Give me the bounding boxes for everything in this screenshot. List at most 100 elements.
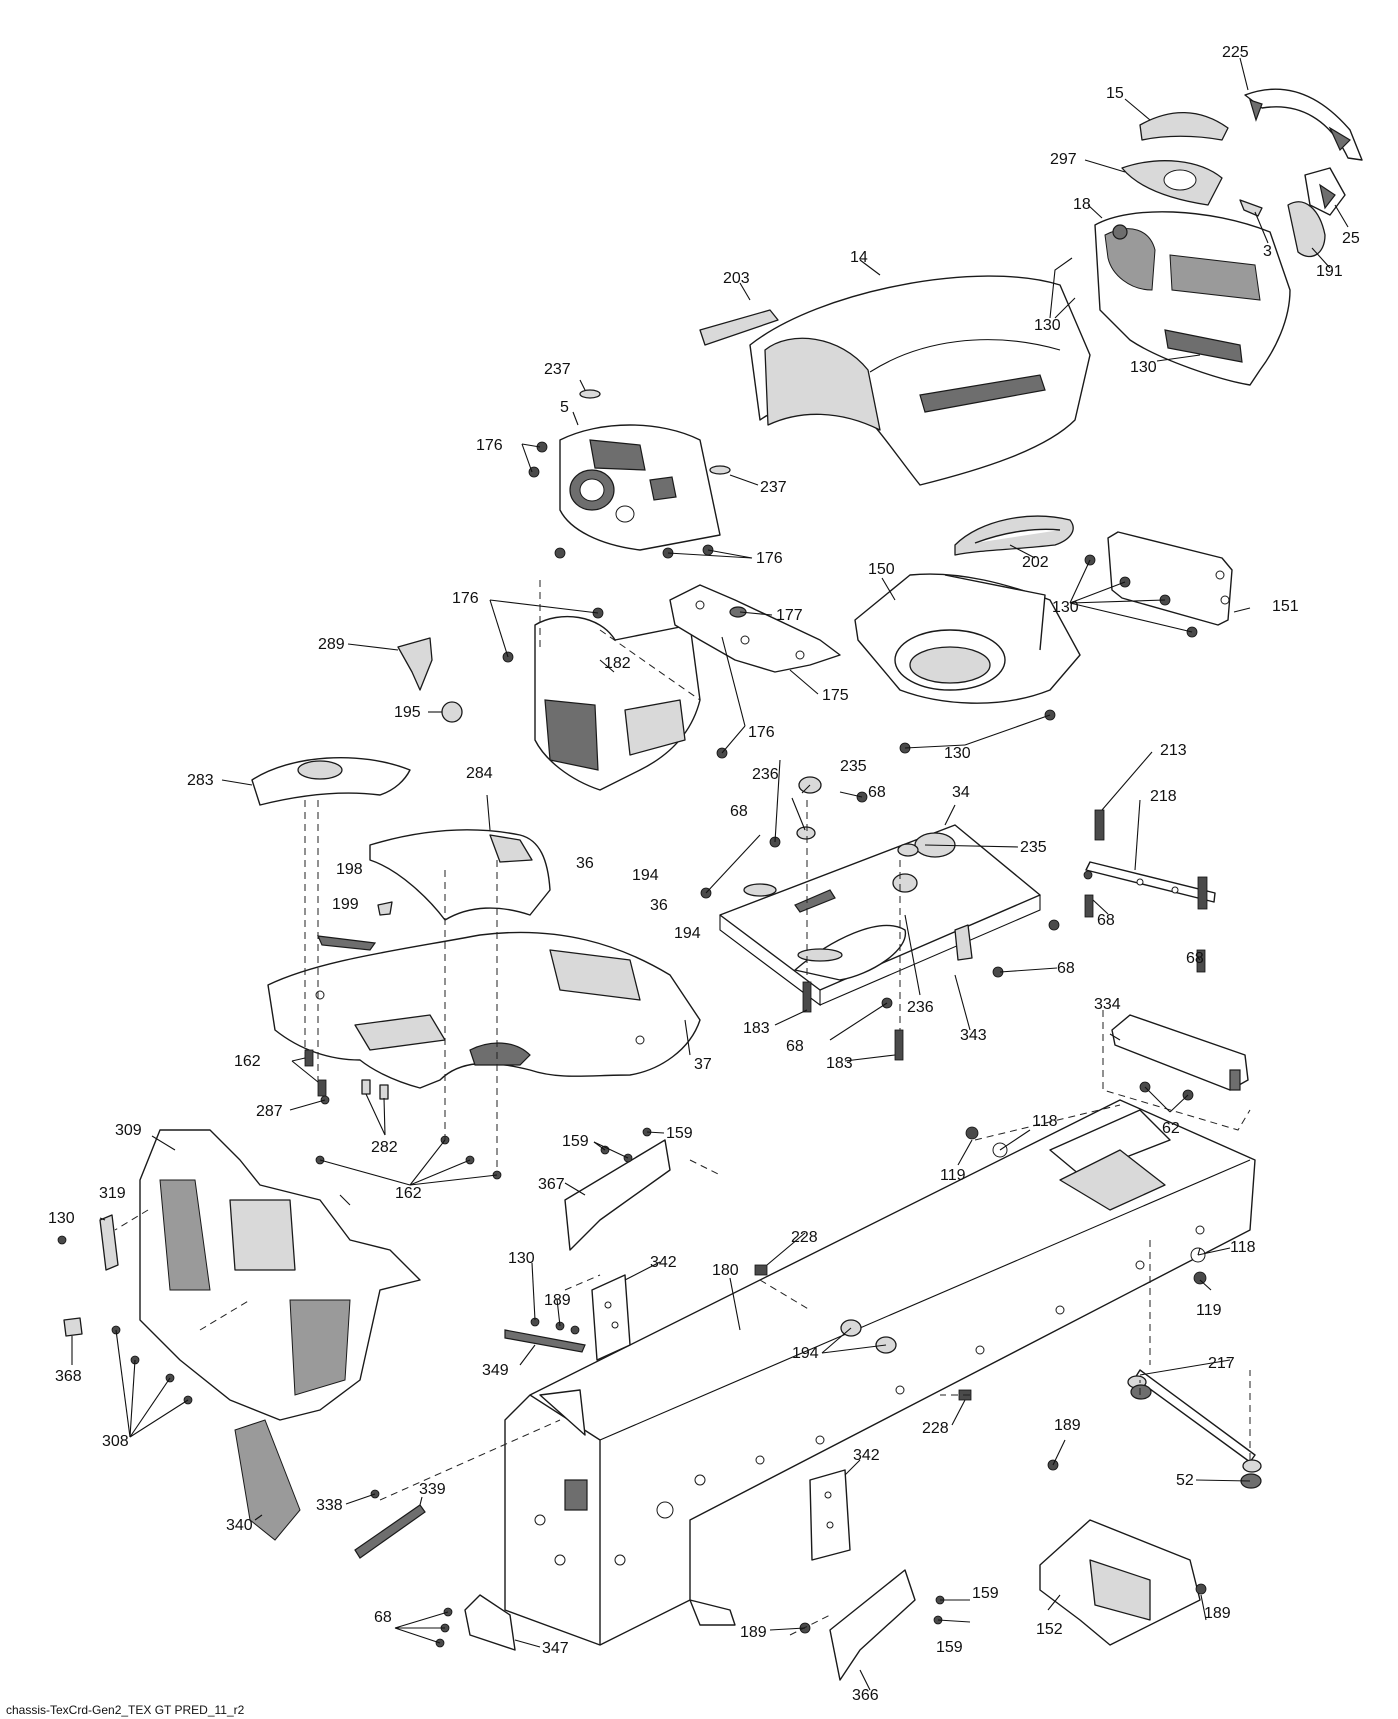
hood-handle-203 <box>699 309 779 346</box>
bracket-25 <box>1304 167 1346 216</box>
callout-119-b: 119 <box>1196 1302 1222 1319</box>
rod-217 <box>1127 1369 1262 1473</box>
callout-342-b: 342 <box>853 1447 880 1464</box>
callout-150: 150 <box>868 561 895 578</box>
emblem-15 <box>1139 111 1229 141</box>
hood-14 <box>749 275 1091 486</box>
callout-217: 217 <box>1208 1355 1235 1372</box>
callout-68-c: 68 <box>1097 912 1115 929</box>
callout-236-a: 236 <box>752 766 779 783</box>
callout-5: 5 <box>560 399 569 416</box>
bracket-342-lower <box>809 1469 851 1561</box>
callout-130-c: 130 <box>1052 599 1079 616</box>
callout-68-e: 68 <box>1186 950 1204 967</box>
callout-194-a: 194 <box>632 867 659 884</box>
bushings-52 <box>1130 1384 1262 1489</box>
leader-lines <box>71 57 1349 1691</box>
callout-34: 34 <box>952 784 970 801</box>
vent-202 <box>954 515 1074 556</box>
bolts-189-130 <box>530 1317 580 1335</box>
callout-342-a: 342 <box>650 1254 677 1271</box>
bracket-175 <box>669 584 841 673</box>
callout-68-a: 68 <box>868 784 886 801</box>
callout-36-b: 36 <box>650 897 668 914</box>
callout-130-a: 130 <box>1034 317 1061 334</box>
bar-218 <box>1085 861 1216 903</box>
front-grille-18 <box>1094 211 1291 386</box>
callout-198: 198 <box>336 861 363 878</box>
callout-203: 203 <box>723 270 750 287</box>
callout-347: 347 <box>542 1640 569 1657</box>
callout-176-c: 176 <box>452 590 479 607</box>
callout-225: 225 <box>1222 44 1249 61</box>
bracket-334 <box>1111 1014 1249 1091</box>
callout-189-d: 189 <box>740 1624 767 1641</box>
callout-68-d: 68 <box>1057 960 1075 977</box>
bracket-347 <box>435 1594 516 1651</box>
bracket-342-upper <box>591 1274 631 1361</box>
callout-343: 343 <box>960 1027 987 1044</box>
callout-189-b: 189 <box>1054 1417 1081 1434</box>
fender-37 <box>267 931 701 1089</box>
bolts-308 <box>57 1235 193 1405</box>
frame-180 <box>504 1099 1256 1646</box>
footer-caption: chassis-TexCrd-Gen2_TEX GT PRED_11_r2 <box>6 1703 245 1717</box>
callout-130-d: 130 <box>944 745 971 762</box>
callout-68-b: 68 <box>730 803 748 820</box>
callout-235-b: 235 <box>1020 839 1047 856</box>
callout-159-a: 159 <box>666 1125 693 1142</box>
callout-284: 284 <box>466 765 493 782</box>
callout-176-a: 176 <box>476 437 503 454</box>
strip-319 <box>99 1214 119 1271</box>
guard-152 <box>1039 1519 1201 1646</box>
callout-338: 338 <box>316 1497 343 1514</box>
bracket-3 <box>1239 199 1263 217</box>
callout-191: 191 <box>1316 263 1343 280</box>
callout-130-b: 130 <box>1130 359 1157 376</box>
engine-plate-34 <box>719 824 1041 1007</box>
callout-130-e: 130 <box>48 1210 75 1227</box>
callout-349: 349 <box>482 1362 509 1379</box>
callout-14: 14 <box>850 249 868 266</box>
callout-237-a: 237 <box>544 361 571 378</box>
callout-15: 15 <box>1106 85 1124 102</box>
callout-235-a: 235 <box>840 758 867 775</box>
callout-213: 213 <box>1160 742 1187 759</box>
bracket-349 <box>504 1329 586 1353</box>
callout-159-c: 159 <box>972 1585 999 1602</box>
plug-237 <box>579 389 731 475</box>
bolts-183 <box>802 981 904 1061</box>
bracket-366 <box>799 1569 945 1681</box>
callout-283: 283 <box>187 772 214 789</box>
bracket-151 <box>1084 531 1233 638</box>
callout-228-a: 228 <box>791 1229 818 1246</box>
callout-3: 3 <box>1263 243 1272 260</box>
alignment-lines <box>114 580 1251 1636</box>
callout-282: 282 <box>371 1139 398 1156</box>
callout-37: 37 <box>694 1056 712 1073</box>
pad-368 <box>63 1317 83 1337</box>
callout-339: 339 <box>419 1481 446 1498</box>
lower-dash-182 <box>534 615 701 791</box>
pedal-340 <box>234 1419 301 1541</box>
callout-176-b: 176 <box>756 550 783 567</box>
callout-162-a: 162 <box>234 1053 261 1070</box>
callout-62: 62 <box>1162 1120 1180 1137</box>
callout-237-b: 237 <box>760 479 787 496</box>
callout-236-b: 236 <box>907 999 934 1016</box>
callout-367: 367 <box>538 1176 565 1193</box>
callout-309: 309 <box>115 1122 142 1139</box>
callout-297: 297 <box>1050 151 1077 168</box>
callout-289: 289 <box>318 636 345 653</box>
callout-159-b: 159 <box>562 1133 589 1150</box>
callout-175: 175 <box>822 687 849 704</box>
callout-194-b: 194 <box>674 925 701 942</box>
callout-162-b: 162 <box>395 1185 422 1202</box>
callout-18: 18 <box>1073 196 1091 213</box>
callout-25: 25 <box>1342 230 1360 247</box>
callout-366: 366 <box>852 1687 879 1704</box>
callout-199: 199 <box>332 896 359 913</box>
pedal-bracket-199 <box>317 935 377 951</box>
bolts-213 <box>1083 809 1208 973</box>
lens-297 <box>1121 160 1223 206</box>
